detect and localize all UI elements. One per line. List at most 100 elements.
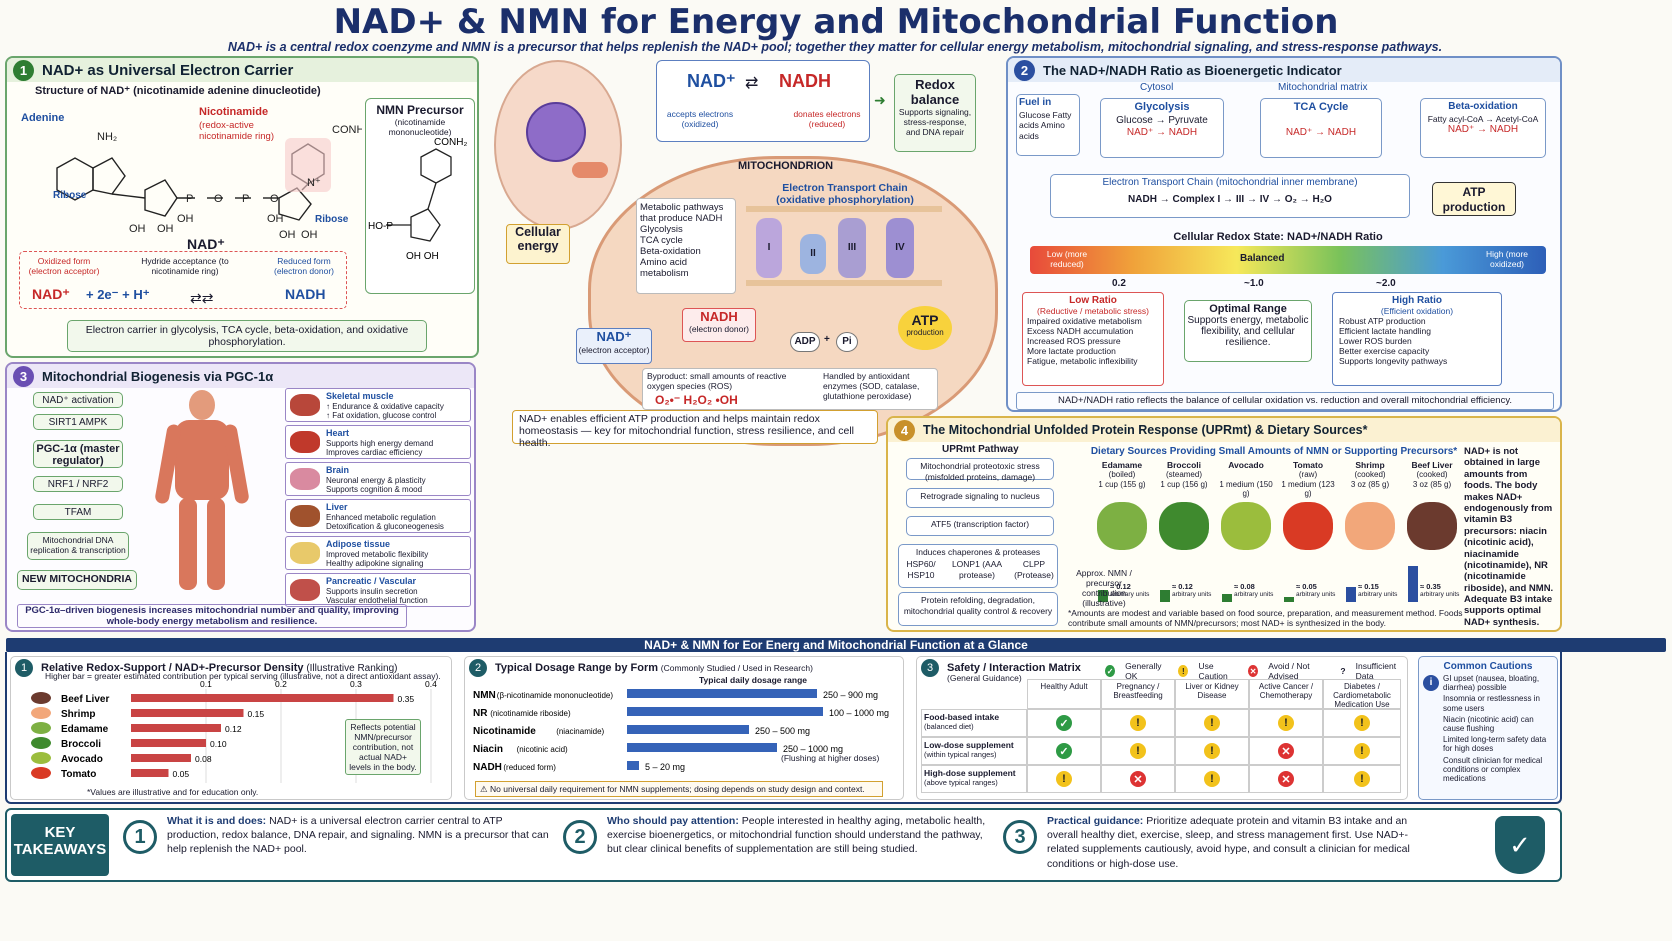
atp-production-box: ATP production: [1432, 182, 1516, 216]
efficient-note: NAD+ enables efficient ATP production an…: [512, 410, 878, 449]
density-callout: Reflects potential NMN/precursor contrib…: [345, 719, 421, 775]
organ-icon: [290, 579, 320, 601]
matrix-row-sub: (within typical ranges): [924, 750, 997, 759]
caution-icon: !: [1204, 771, 1220, 787]
food-unit: arbitrary units: [1234, 591, 1274, 598]
food-image: [1345, 502, 1395, 550]
glance-band: NAD+ & NMN for Eor Energ and Mitochondri…: [6, 638, 1666, 652]
food-image: [1283, 502, 1333, 550]
dose-form: Niacin: [473, 744, 503, 755]
dose-range: 100 – 1000 mg: [829, 708, 889, 718]
organ-icon: [290, 505, 320, 527]
takeaway-text: Who should pay attention: People interes…: [607, 814, 989, 857]
safety-title: Safety / Interaction Matrix: [947, 662, 1081, 674]
redox-note: (redox-active nicotinamide ring): [199, 120, 274, 142]
takeaway-body: People interested in healthy aging, meta…: [607, 815, 986, 856]
uprmt-step: Induces chaperones & proteases: [915, 547, 1041, 557]
avoid-icon: ✕: [1130, 771, 1146, 787]
food-value-bar: [1408, 566, 1418, 602]
caution-icon: !: [1056, 771, 1072, 787]
caution-icon: !: [1278, 715, 1294, 731]
carrier-note: Electron carrier in glycolysis, TCA cycl…: [67, 320, 427, 352]
food-name: Tomato: [1292, 460, 1324, 470]
bar: [131, 769, 169, 777]
svg-text:O: O: [270, 193, 279, 205]
pathways-box: Metabolic pathways that produce NADH Gly…: [636, 198, 736, 294]
matrix-cell: !: [1323, 709, 1401, 737]
svg-text:HO-P: HO-P: [368, 221, 393, 232]
svg-text:CONH₂: CONH₂: [434, 137, 467, 148]
dosage-warning: ⚠ No universal daily requirement for NMN…: [475, 781, 883, 797]
bar-category: Beef Liver: [61, 694, 109, 705]
matrix-cell: !: [1101, 709, 1175, 737]
section-number: 4: [894, 419, 915, 441]
low-end-label: Low (more reduced): [1046, 249, 1088, 269]
chain-step: TFAM: [33, 504, 123, 520]
food-icon: [31, 707, 51, 719]
info-icon: i: [1423, 675, 1439, 691]
organ-benefit: Neuronal energy & plasticity: [326, 475, 426, 485]
legend-insufficient: Insufficient Data: [1355, 661, 1397, 681]
cycle-nad: NAD⁺: [687, 71, 736, 91]
food-image: [1159, 502, 1209, 550]
organ-benefit: Supports insulin secretion: [326, 586, 418, 596]
matrix-row-header: Low-dose supplement(within typical range…: [921, 737, 1027, 765]
dose-form-sub: (niacinamide): [556, 727, 604, 736]
svg-text:P: P: [186, 193, 193, 205]
food-icon: [31, 737, 51, 749]
food-value: ≈ 0.35: [1420, 582, 1441, 591]
cytosol-label: Cytosol: [1140, 82, 1174, 93]
safety-legend: ✓Generally OK !Use Caution ✕Avoid / Not …: [1105, 661, 1407, 681]
high-ratio-item: Robust ATP production: [1339, 316, 1426, 326]
nad-acceptor-label: NAD⁺: [596, 329, 632, 344]
cycle-arrow-icon: ⇄: [745, 75, 759, 92]
ros-box: Byproduct: small amounts of reactive oxy…: [642, 368, 938, 410]
matrix-cell: !: [1175, 737, 1249, 765]
fuel-list: Glucose Fatty acids Amino acids: [1019, 109, 1072, 141]
caution-item: Consult clinician for medical conditions…: [1443, 755, 1543, 783]
svg-text:OH: OH: [301, 229, 318, 241]
matrix-row-name: High-dose supplement: [924, 768, 1016, 778]
takeaway-number: 1: [123, 820, 157, 854]
caution-icon: !: [1204, 715, 1220, 731]
nad-acceptor-sub: (electron acceptor): [578, 345, 650, 355]
organ-benefit: Improves cardiac efficiency: [326, 448, 423, 458]
density-chart-title: Relative Redox-Support / NAD+-Precursor …: [41, 662, 304, 674]
food-unit: arbitrary units: [1110, 591, 1150, 598]
nad-structure-label: NAD⁺: [187, 236, 225, 252]
question-icon: ?: [1340, 666, 1346, 676]
optimal-title: Optimal Range: [1209, 303, 1287, 315]
nmn-subtitle: (nicotinamide mononucleotide): [388, 117, 452, 137]
adenine-label: Adenine: [21, 112, 65, 124]
redox-balance-sub: Supports signaling, stress-response, and…: [898, 107, 972, 137]
avoid-icon: ✕: [1248, 665, 1259, 677]
food-value-bar: [1346, 587, 1356, 602]
food-quantity: 1 cup (156 g): [1160, 480, 1208, 489]
organ-benefit: Detoxification & gluconeogenesis: [326, 522, 444, 532]
food-icon: [31, 722, 51, 734]
inner-membrane: I II III IV: [746, 206, 942, 286]
food-value-bar: [1222, 594, 1232, 602]
low-ratio-box: Low Ratio (Reductive / metabolic stress)…: [1022, 292, 1164, 386]
svg-text:OH: OH: [279, 229, 296, 241]
matrix-cell: ✕: [1249, 737, 1323, 765]
caution-item: Niacin (nicotinic acid) can cause flushi…: [1443, 714, 1534, 733]
section-number: 1: [15, 659, 33, 677]
dose-bar: [627, 761, 639, 770]
accepts-electrons-label: accepts electrons (oxidized): [666, 109, 734, 129]
tick-mid: ~1.0: [1244, 278, 1264, 289]
ribose-label-2: Ribose: [315, 214, 349, 225]
high-ratio-item: Lower ROS burden: [1339, 336, 1412, 346]
food-value: ≈ 0.05: [1296, 582, 1317, 591]
food-image: [1221, 502, 1271, 550]
food-name: Broccoli: [1166, 460, 1201, 470]
matrix-row-header: High-dose supplement(above typical range…: [921, 765, 1027, 793]
matrix-cell: !: [1175, 765, 1249, 793]
food-quantity: 3 oz (85 g): [1412, 480, 1452, 489]
takeaway-heading: What it is and does:: [167, 815, 267, 827]
